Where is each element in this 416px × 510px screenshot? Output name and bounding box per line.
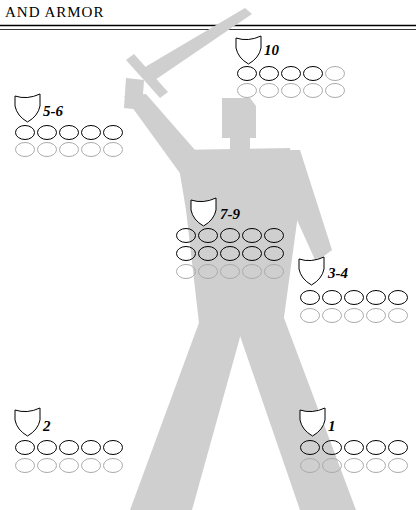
figure-silhouette: [124, 8, 356, 510]
shield-icons: [15, 36, 325, 436]
hit-location-number: 1: [328, 418, 336, 435]
hit-location-number: 5-6: [43, 103, 63, 120]
armor-circles: [16, 67, 408, 473]
header-rule: [0, 26, 416, 30]
page-header: AND ARMOR: [5, 4, 104, 21]
hit-location-number: 7-9: [220, 206, 240, 223]
hit-location-number: 10: [264, 42, 279, 59]
hit-location-number: 3-4: [328, 265, 348, 282]
hit-location-number: 2: [43, 418, 51, 435]
